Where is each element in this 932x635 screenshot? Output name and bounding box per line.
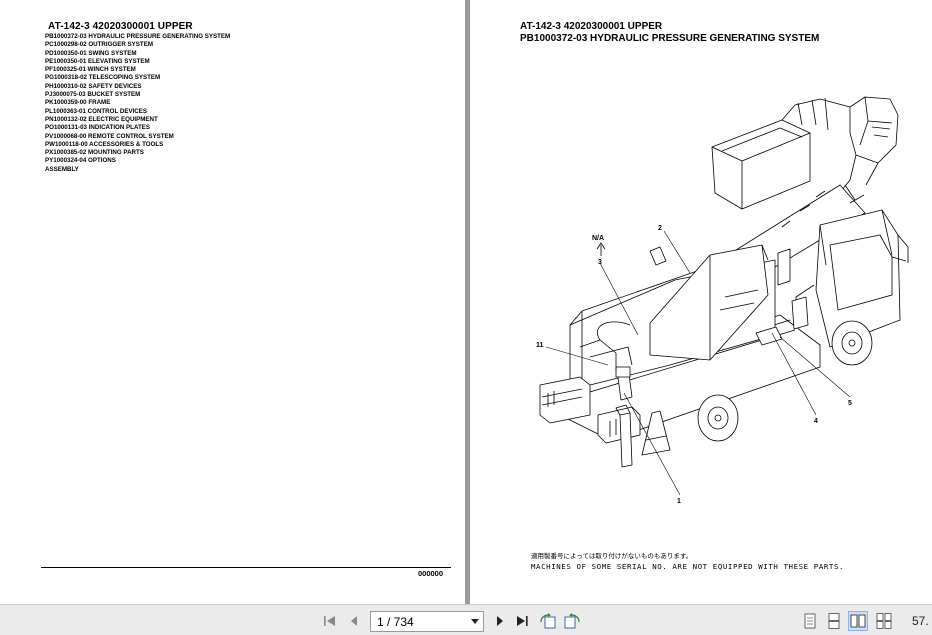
callout-5: 5 xyxy=(848,400,852,407)
page-selector-value: 1 / 734 xyxy=(377,614,414,629)
toc-item[interactable]: PO1000131-03 INDICATION PLATES xyxy=(45,124,150,132)
toc-item[interactable]: ASSEMBLY xyxy=(45,165,79,173)
left-page-title: AT-142-3 42020300001 UPPER xyxy=(48,21,193,32)
two-page-icon[interactable] xyxy=(848,611,868,631)
page-selector[interactable]: 1 / 734 xyxy=(370,611,484,632)
first-page-icon[interactable] xyxy=(320,611,340,631)
toc-item[interactable]: PD1000350-01 SWING SYSTEM xyxy=(45,49,137,57)
toc-item[interactable]: PW1000118-00 ACCESSORIES & TOOLS xyxy=(45,140,164,148)
callout-na: N/A xyxy=(592,235,604,242)
footer-rule xyxy=(41,567,451,568)
document-viewer[interactable]: AT-142-3 42020300001 UPPER PB1000372-03 … xyxy=(0,0,932,604)
next-page-icon[interactable] xyxy=(490,611,510,631)
callout-4: 4 xyxy=(814,418,818,425)
right-page-subtitle: PB1000372-03 HYDRAULIC PRESSURE GENERATI… xyxy=(520,33,820,44)
chevron-down-icon xyxy=(471,619,479,624)
two-page-continuous-icon[interactable] xyxy=(874,611,894,631)
callout-2: 2 xyxy=(658,225,662,232)
aerial-lift-truck-diagram: N/A 3 2 11 1 4 5 xyxy=(536,96,909,505)
continuous-icon[interactable] xyxy=(824,611,844,631)
toc-item[interactable]: PK1000359-00 FRAME xyxy=(45,99,111,107)
english-note: MACHINES OF SOME SERIAL NO. ARE NOT EQUI… xyxy=(531,562,845,571)
rotate-icon[interactable] xyxy=(538,611,558,631)
zoom-level[interactable]: 57. xyxy=(912,614,929,628)
toc-item[interactable]: PJ3000075-03 BUCKET SYSTEM xyxy=(45,91,141,99)
toc-item[interactable]: PH1000310-02 SAFETY DEVICES xyxy=(45,82,142,90)
pdf-toolbar: 1 / 734 57. xyxy=(0,604,932,635)
callout-3: 3 xyxy=(598,259,602,266)
left-page xyxy=(0,0,465,604)
callout-1: 1 xyxy=(677,498,681,505)
toc-item[interactable]: PL1000363-01 CONTROL DEVICES xyxy=(45,107,148,115)
toc-item[interactable]: PG1000318-02 TELESCOPING SYSTEM xyxy=(45,74,161,82)
toc-item[interactable]: PN1000132-02 ELECTRIC EQUIPMENT xyxy=(45,115,158,123)
toc-item[interactable]: PY1000324-04 OPTIONS xyxy=(45,157,116,165)
prev-page-icon[interactable] xyxy=(344,611,364,631)
toc-item[interactable]: PF1000325-01 WINCH SYSTEM xyxy=(45,66,136,74)
callout-11: 11 xyxy=(536,342,544,349)
last-page-icon[interactable] xyxy=(512,611,532,631)
rotate-page-icon[interactable] xyxy=(562,611,582,631)
japanese-note: 適用製番号によっては取り付けがないものもあります。 xyxy=(531,553,693,560)
table-of-contents: PB1000372-03 HYDRAULIC PRESSURE GENERATI… xyxy=(45,33,230,174)
single-page-icon[interactable] xyxy=(800,611,820,631)
right-page-title: AT-142-3 42020300001 UPPER xyxy=(520,21,663,32)
toc-item[interactable]: PE1000350-01 ELEVATING SYSTEM xyxy=(45,57,150,65)
toc-item[interactable]: PB1000372-03 HYDRAULIC PRESSURE GENERATI… xyxy=(45,33,231,40)
toc-item[interactable]: PC1000298-02 OUTRIGGER SYSTEM xyxy=(45,41,153,49)
toc-item[interactable]: PX1000385-02 MOUNTING PARTS xyxy=(45,149,144,157)
toc-item[interactable]: PV1000068-00 REMOTE CONTROL SYSTEM xyxy=(45,132,174,140)
left-page-number: 000000 xyxy=(418,569,444,578)
